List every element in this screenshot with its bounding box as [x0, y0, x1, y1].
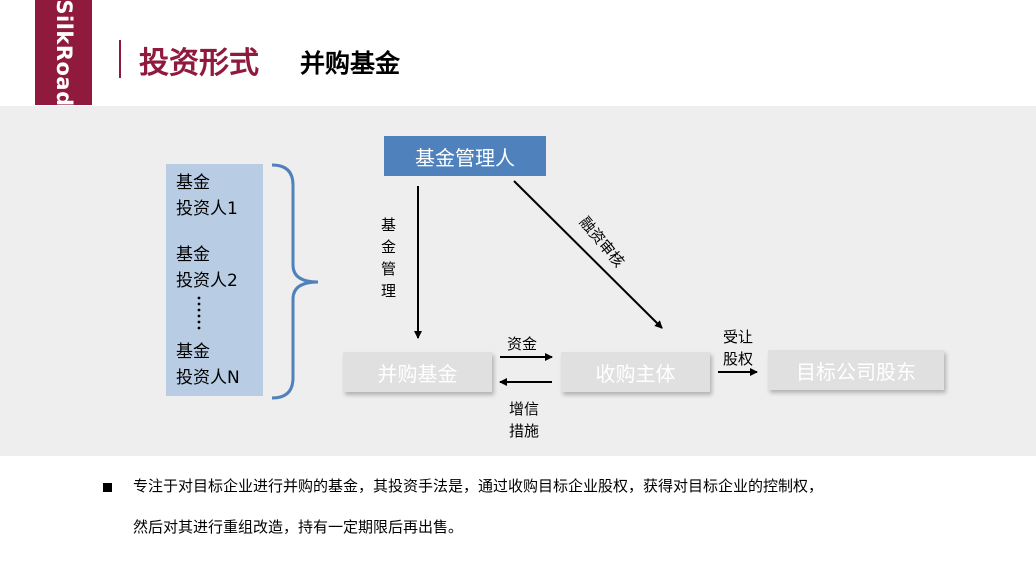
investor-2-line1: 基金 — [176, 245, 210, 265]
funds-label: 资金 — [507, 335, 538, 353]
investor-1-line2: 投资人1 — [176, 199, 238, 219]
title-divider — [119, 40, 121, 78]
fund-manager-box: 基金管理人 — [384, 136, 546, 176]
review-arrow — [513, 180, 663, 329]
investor-n-line2: 投资人N — [176, 368, 240, 388]
transfer-label-line1: 受让 — [723, 328, 754, 346]
target-shareholders-box: 目标公司股东 — [768, 350, 944, 390]
investor-2: 基金 投资人2 — [176, 242, 238, 294]
management-label: 基 金 管 理 — [381, 214, 396, 302]
management-label-char: 金 — [381, 238, 397, 256]
credit-label-line2: 措施 — [509, 422, 540, 440]
management-label-char: 理 — [381, 282, 397, 300]
credit-label: 增信 措施 — [509, 398, 539, 442]
page-subtitle: 并购基金 — [300, 49, 401, 78]
acquirer-box: 收购主体 — [561, 352, 710, 392]
silkroad-logo: SilkRoad — [35, 0, 92, 106]
investor-n-line1: 基金 — [176, 342, 210, 362]
investor-n: 基金 投资人N — [176, 339, 240, 391]
credit-label-line1: 增信 — [509, 400, 540, 418]
transfer-label: 受让 股权 — [723, 326, 753, 370]
bullet-square — [103, 483, 112, 492]
transfer-label-line2: 股权 — [723, 350, 754, 368]
page-title: 投资形式 — [139, 46, 259, 81]
management-label-char: 管 — [381, 260, 397, 278]
description-line-2: 然后对其进行重组改造，持有一定期限后再出售。 — [133, 518, 464, 536]
investors-box — [166, 164, 263, 396]
investor-2-line2: 投资人2 — [176, 271, 238, 291]
management-label-char: 基 — [381, 216, 397, 234]
investor-1-line1: 基金 — [176, 173, 210, 193]
investor-brace — [271, 163, 319, 400]
investor-1: 基金 投资人1 — [176, 170, 238, 222]
merger-fund-box: 并购基金 — [343, 352, 492, 392]
description-line-1: 专注于对目标企业进行并购的基金，其投资手法是，通过收购目标企业股权，获得对目标企… — [133, 477, 824, 495]
ellipsis-dots — [197, 296, 201, 330]
